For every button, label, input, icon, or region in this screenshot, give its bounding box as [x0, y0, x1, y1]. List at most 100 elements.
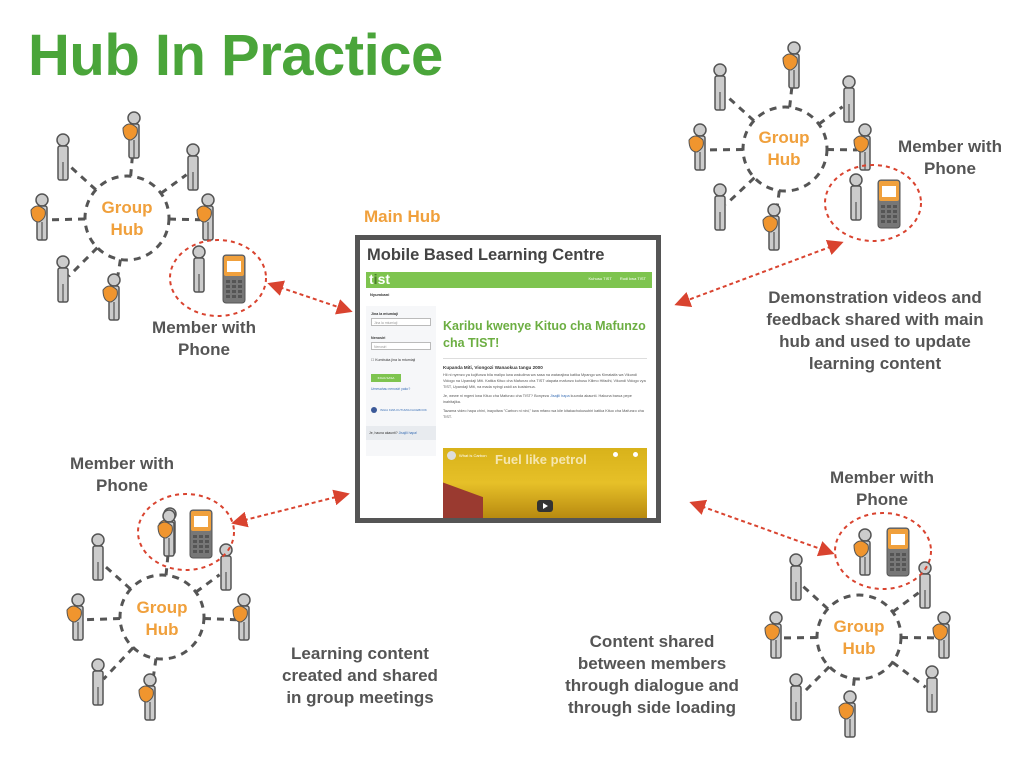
member-icon	[918, 561, 932, 609]
arrow-topright-to-mainhub	[674, 240, 844, 307]
mobile-phone-icon	[877, 179, 901, 229]
member-icon	[789, 553, 803, 601]
member-with-baby-icon	[838, 690, 857, 738]
facebook-login-link[interactable]: INGIA KWA KUTUMIA FACEBOOK	[380, 408, 427, 412]
member-with-baby-icon	[30, 193, 49, 241]
mobile-phone-icon	[189, 509, 213, 559]
member-icon	[842, 75, 856, 123]
connection-line	[102, 646, 135, 681]
member-with-phone-ring	[169, 239, 267, 317]
nav-link-back[interactable]: Rudi kwa TIST	[619, 276, 646, 281]
member-icon	[91, 533, 105, 581]
breadcrumb[interactable]: Nyumbani	[370, 292, 390, 297]
member-with-baby-icon	[764, 611, 783, 659]
signup-link[interactable]: Jisajili hapa!	[398, 431, 418, 435]
video-title: What is Carbon	[459, 453, 487, 458]
video-paragraph: Tazama video hapa chini, inayoitwa "Carb…	[443, 409, 644, 419]
member-with-baby-icon	[782, 41, 801, 89]
connection-line	[168, 217, 201, 222]
play-button[interactable]	[537, 500, 553, 512]
forgot-password-link[interactable]: Umesahau nenosiri yako?	[371, 387, 411, 391]
member-with-baby-icon	[688, 123, 707, 171]
member-with-phone-ring	[834, 512, 932, 590]
share-icon[interactable]	[633, 452, 638, 457]
username-label: Jina la mtumiaji	[371, 312, 398, 316]
connection-line	[203, 617, 237, 622]
phone-member-icon	[192, 245, 206, 293]
member-icon	[713, 183, 727, 231]
video-caption: Fuel like petrol	[495, 452, 587, 467]
connection-line	[891, 661, 927, 689]
password-label: Nenosiri	[371, 336, 386, 340]
username-input[interactable]: Jina la mtumiaji	[371, 318, 431, 326]
connection-line	[724, 176, 756, 206]
member-with-baby-icon	[102, 273, 121, 321]
intro-paragraph: Hii ni nyenzo ya kujifunza bila malipo k…	[443, 373, 646, 389]
member-icon	[713, 63, 727, 111]
member-icon	[56, 133, 70, 181]
register-link[interactable]: Jisajili hapa	[549, 394, 570, 398]
video-player[interactable]: What is Carbon Fuel like petrol	[443, 448, 647, 518]
group-hub-circle	[83, 174, 171, 262]
member-with-baby-icon	[66, 593, 85, 641]
facebook-icon	[371, 407, 377, 413]
connection-line	[160, 173, 188, 195]
connection-line	[817, 105, 844, 126]
group-hub-circle	[741, 105, 829, 193]
nav-link-about[interactable]: Kuhusu TIST	[588, 276, 612, 281]
member-with-phone-ring	[824, 164, 922, 242]
login-button[interactable]: INGIA SASA	[371, 374, 401, 382]
password-input[interactable]: Nenosiri	[371, 342, 431, 350]
main-hub-screenshot: Mobile Based Learning Centre tist Kuhusu…	[355, 235, 661, 523]
mobile-phone-icon	[222, 254, 246, 304]
connection-line	[724, 94, 755, 122]
remember-checkbox[interactable]: ☐ Kumbuka jina la mtumiaji	[371, 358, 416, 362]
site-navbar: tist Kuhusu TIST Rudi kwa TIST	[366, 271, 652, 288]
member-with-baby-icon	[138, 673, 157, 721]
watch-later-icon[interactable]	[613, 452, 618, 457]
signup-footer: Je, hauna akaunti? Jisajili hapa!	[366, 426, 436, 440]
member-with-baby-icon	[762, 203, 781, 251]
page-title: Hub In Practice	[28, 23, 443, 88]
member-icon	[91, 658, 105, 706]
phone-member-icon	[157, 509, 176, 557]
channel-logo-icon	[447, 451, 456, 460]
connection-line	[891, 591, 920, 614]
connection-line	[67, 164, 97, 191]
arrow-bottomright-to-mainhub	[689, 499, 835, 557]
member-icon	[925, 665, 939, 713]
member-icon	[56, 255, 70, 303]
member-icon	[186, 143, 200, 191]
connection-line	[800, 584, 829, 610]
connection-line	[67, 246, 99, 278]
group-hub-circle	[815, 593, 903, 681]
content-subheading: Kupanda Miti, Viongozi Wanaokua tangu 20…	[443, 365, 543, 370]
main-hub-label: Main Hub	[364, 207, 441, 226]
mobile-phone-icon	[886, 527, 910, 577]
member-icon	[219, 543, 233, 591]
register-paragraph: Je, wewe ni mgeni kwa Kituo cha Mafunzo …	[443, 394, 632, 404]
connection-line	[194, 573, 221, 594]
member-with-baby-icon	[932, 611, 951, 659]
main-content: Karibu kwenye Kituo cha Mafunzo cha TIST…	[440, 306, 650, 518]
login-sidebar: Jina la mtumiaji Jina la mtumiaji Nenosi…	[366, 306, 436, 456]
welcome-heading: Karibu kwenye Kituo cha Mafunzo cha TIST…	[443, 319, 646, 350]
tist-logo[interactable]: tist	[369, 271, 391, 287]
arrow-bottomleft-to-mainhub	[231, 489, 350, 528]
connection-line	[102, 564, 132, 591]
connection-line	[49, 217, 86, 222]
group-hub-circle	[118, 573, 206, 661]
member-icon	[789, 673, 803, 721]
